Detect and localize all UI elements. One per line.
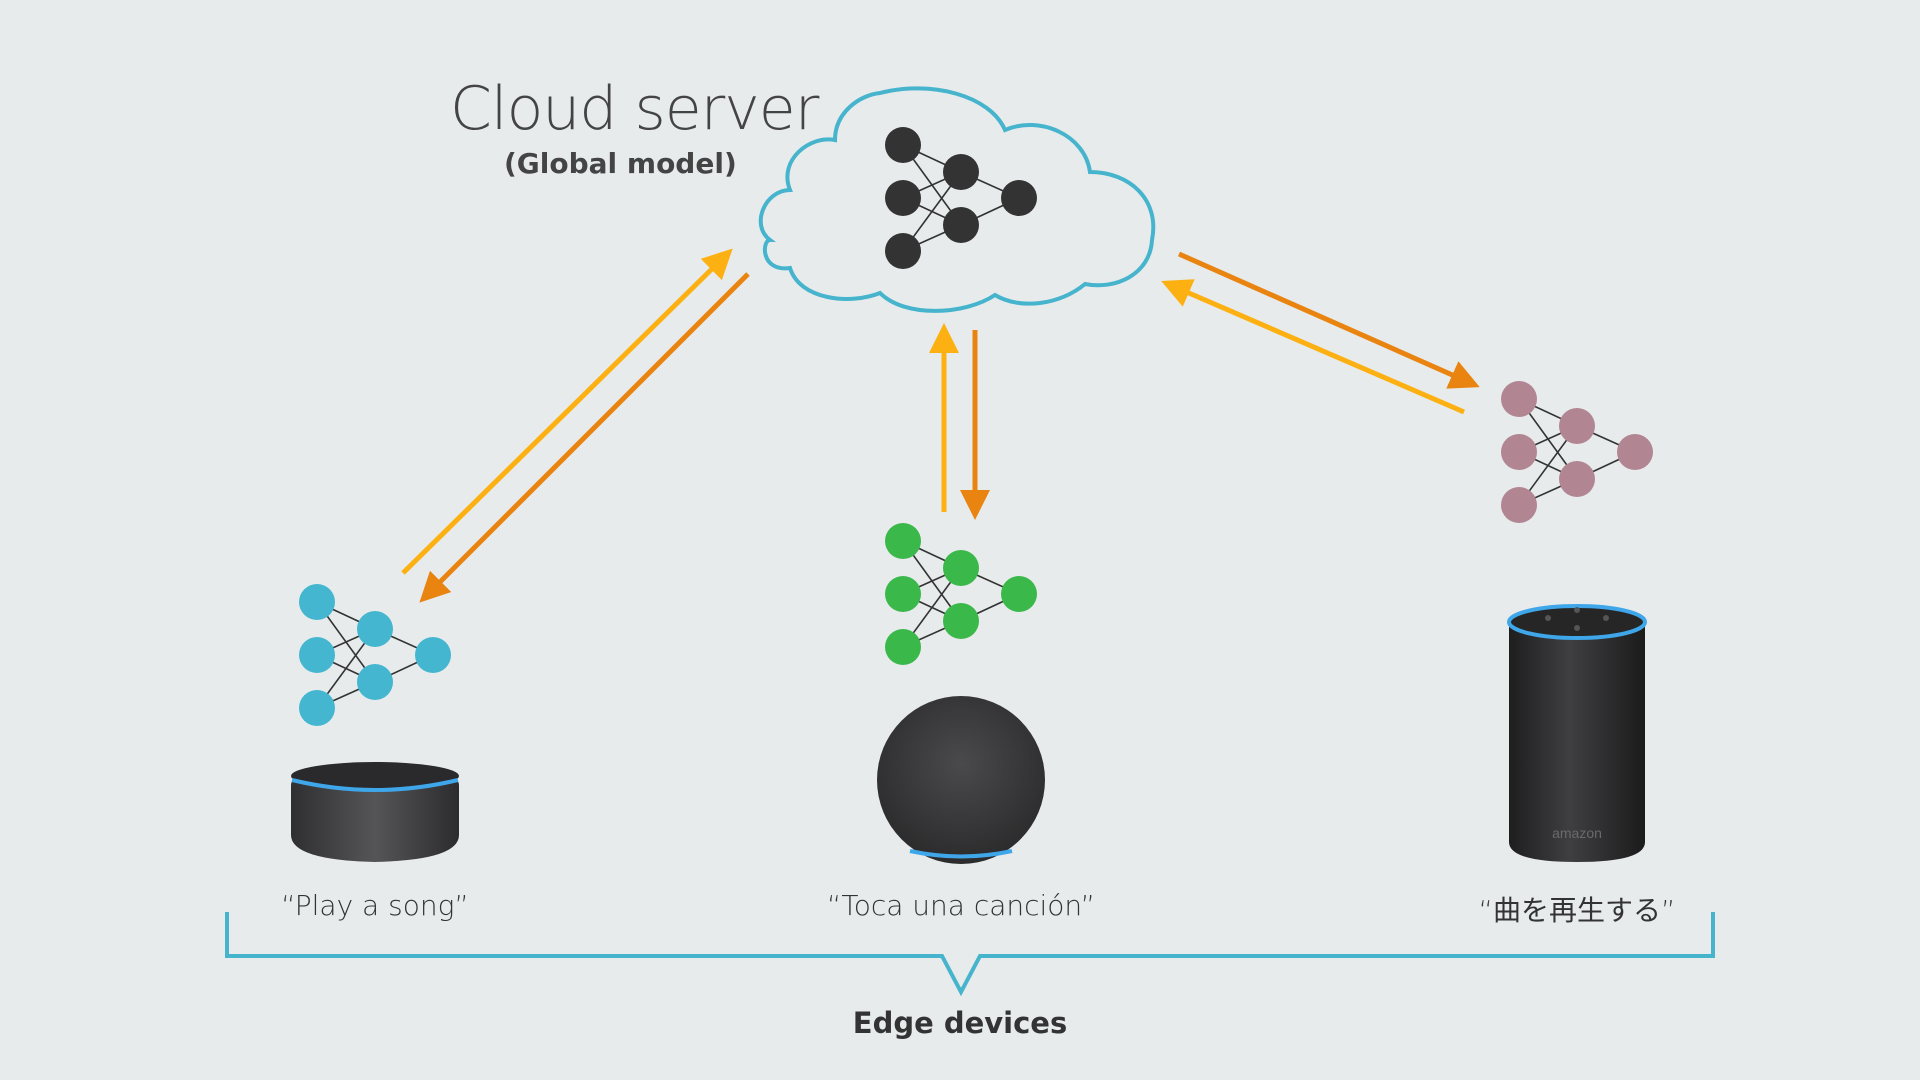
network-node <box>357 611 393 647</box>
network-node <box>299 637 335 673</box>
network-node <box>299 584 335 620</box>
upload-arrow-left <box>401 248 733 575</box>
device-caption-english: “Play a song” <box>281 889 469 922</box>
page-subtitle: (Global model) <box>504 147 737 180</box>
network-node <box>1559 461 1595 497</box>
network-node <box>1501 487 1537 523</box>
arrows <box>401 248 1480 603</box>
network-node <box>885 576 921 612</box>
network-node <box>1001 576 1037 612</box>
local-model-network-icon-spanish <box>885 523 1037 665</box>
network-node <box>415 637 451 673</box>
edge-devices-label: Edge devices <box>852 1006 1068 1040</box>
cloud-icon <box>758 86 1156 313</box>
global-model-network-icon <box>885 127 1037 269</box>
network-node <box>885 180 921 216</box>
network-node <box>885 629 921 665</box>
network-node <box>357 664 393 700</box>
page-title: Cloud server <box>450 74 819 144</box>
network-node <box>885 233 921 269</box>
download-arrow-left <box>419 272 750 603</box>
network-node <box>943 154 979 190</box>
network-node <box>1617 434 1653 470</box>
network-node <box>943 603 979 639</box>
echo-tall-device-icon: amazon <box>1507 604 1647 862</box>
network-node <box>943 207 979 243</box>
echo-dot-device-icon <box>291 762 459 862</box>
edge-devices-bracket <box>225 912 1715 997</box>
device-caption-spanish: “Toca una canción” <box>826 889 1096 922</box>
network-node <box>1559 408 1595 444</box>
network-node <box>1001 180 1037 216</box>
network-node <box>885 127 921 163</box>
echo-round-device-icon <box>877 696 1045 864</box>
network-node <box>1501 381 1537 417</box>
network-node <box>943 550 979 586</box>
network-node <box>1501 434 1537 470</box>
local-model-network-icon-japanese <box>1501 381 1653 523</box>
device-caption-japanese: “曲を再生する” <box>1478 894 1676 927</box>
download-arrow-right <box>1177 251 1480 389</box>
local-model-network-icon-english <box>299 584 451 726</box>
network-node <box>299 690 335 726</box>
upload-arrow-right <box>1161 279 1465 415</box>
amazon-logo: amazon <box>1552 825 1602 841</box>
network-node <box>885 523 921 559</box>
